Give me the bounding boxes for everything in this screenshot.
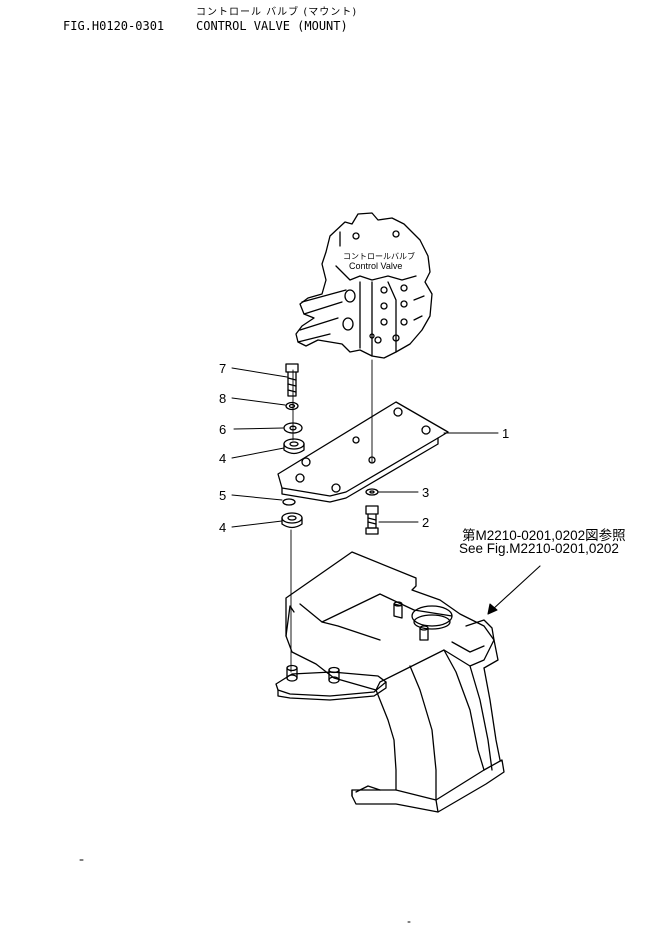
callout-leaders bbox=[231, 367, 499, 528]
callout-8: 8 bbox=[219, 391, 226, 406]
reference-arrow bbox=[487, 565, 541, 615]
o-ring-part-5 bbox=[282, 498, 296, 506]
control-valve-label-japanese: コントロールバルブ bbox=[343, 252, 415, 261]
figure-number: FIG.H0120-0301 bbox=[63, 19, 165, 33]
callout-4-lower: 4 bbox=[219, 520, 226, 535]
bolt-part-7 bbox=[285, 363, 299, 397]
reference-note-japanese: 第M2210-0201,0202図参照 bbox=[462, 528, 626, 543]
diagram-title: CONTROL VALVE (MOUNT) bbox=[196, 19, 348, 33]
washer-part-3 bbox=[365, 488, 379, 496]
control-valve-label: Control Valve bbox=[349, 261, 403, 271]
scan-marks bbox=[79, 859, 411, 923]
base-frame bbox=[275, 551, 505, 813]
diagram-title-japanese: コントロール バルブ (マウント) bbox=[196, 7, 358, 18]
control-valve-assembly bbox=[295, 212, 433, 359]
callout-2: 2 bbox=[422, 515, 429, 530]
callout-7: 7 bbox=[219, 361, 226, 376]
cushion-part-4-lower bbox=[281, 512, 303, 529]
callout-3: 3 bbox=[422, 485, 429, 500]
callout-5: 5 bbox=[219, 488, 226, 503]
cushion-part-4-upper bbox=[283, 438, 305, 455]
bolt-part-2 bbox=[365, 505, 379, 535]
callout-6: 6 bbox=[219, 422, 226, 437]
callout-4-upper: 4 bbox=[219, 451, 226, 466]
mounting-plate bbox=[277, 401, 449, 503]
assembly-center-lines bbox=[290, 359, 373, 673]
callout-numbers: 7 8 6 4 5 4 1 3 2 bbox=[219, 361, 509, 535]
washer-part-6 bbox=[283, 422, 303, 434]
spring-washer-part-8 bbox=[285, 401, 299, 411]
callout-1: 1 bbox=[502, 426, 509, 441]
reference-note: See Fig.M2210-0201,0202 bbox=[459, 541, 619, 556]
